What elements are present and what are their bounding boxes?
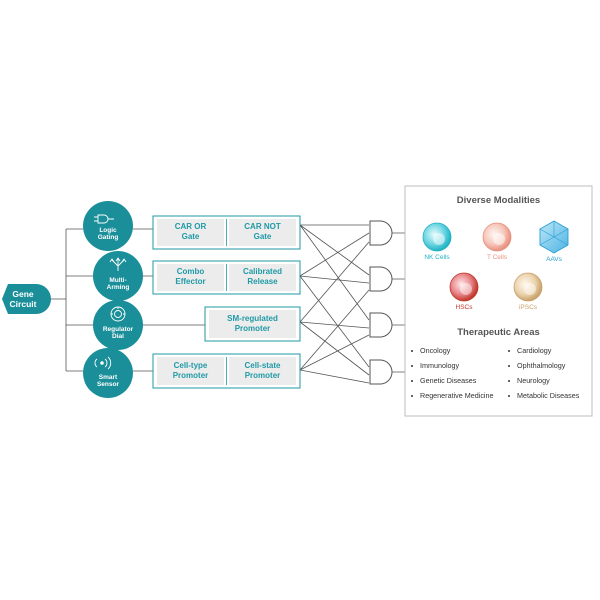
area-genetic-diseases: Genetic Diseases: [420, 376, 477, 385]
cell-type-cell: [157, 357, 224, 385]
sensor-waves-icon: [94, 356, 112, 370]
and-gates: [369, 220, 393, 385]
cell-state-cell: [229, 357, 296, 385]
bullet-icon: [508, 365, 510, 368]
logic-gating-label: Logic Gating: [82, 227, 134, 242]
multi-arming-label: Multi- Arming: [92, 277, 144, 292]
area-item: Immunology: [411, 361, 459, 370]
ipscs-label: iPSCs: [518, 304, 538, 311]
smart-sensor-line1: Smart: [98, 374, 118, 381]
sm-regulated-line1: SM-regulated: [227, 314, 278, 323]
bullet-icon: [508, 380, 510, 383]
bullet-icon: [411, 350, 413, 353]
area-cardiology: Cardiology: [517, 346, 552, 355]
area-ophthalmology: Ophthalmology: [517, 361, 566, 370]
cell-state-line1: Cell-state: [244, 361, 281, 370]
calibrated-label: Calibrated Release: [229, 267, 296, 286]
component-boxes: [152, 215, 301, 389]
multi-arrow-icon: [109, 257, 127, 271]
multi-arming-line1: Multi-: [109, 277, 127, 284]
area-item: Genetic Diseases: [411, 376, 476, 385]
and-gate-1: [369, 220, 393, 246]
hsc-icon: [449, 272, 479, 302]
calibrated-line2: Release: [247, 276, 278, 286]
sm-regulated-cell: [209, 310, 296, 338]
cell-type-line2: Promoter: [172, 370, 209, 380]
bullet-icon: [411, 395, 413, 398]
and-gate-2: [369, 266, 393, 292]
aavs-label: AAVs: [546, 256, 562, 263]
area-metabolic-diseases: Metabolic Diseases: [517, 391, 580, 400]
regulator-dial-line2: Dial: [112, 333, 124, 341]
combo-cell: [157, 264, 224, 291]
logic-gate-icon: [94, 214, 114, 224]
aav-icon: [539, 220, 569, 254]
logic-gating-line2: Gating: [97, 234, 119, 242]
areas-title: Therapeutic Areas: [457, 327, 540, 338]
bullet-icon: [411, 380, 413, 383]
modalities-title: Diverse Modalities: [456, 195, 541, 206]
sm-regulated-label: SM-regulated Promoter: [209, 314, 296, 333]
gene-circuit-line1: Gene: [12, 289, 34, 299]
gene-circuit-shape: [2, 284, 51, 314]
area-immunology: Immunology: [420, 361, 460, 370]
t-cells-label: T Cells: [486, 254, 508, 261]
bullet-icon: [508, 350, 510, 353]
combo-line1: Combo: [176, 267, 205, 276]
area-regenerative-medicine: Regenerative Medicine: [420, 391, 494, 400]
bullet-icon: [508, 395, 510, 398]
gene-circuit-line2: Circuit: [9, 298, 37, 309]
logic-gating-circle: [83, 201, 133, 251]
combo-line2: Effector: [175, 276, 206, 286]
car-not-label: CAR NOT Gate: [229, 222, 296, 241]
car-not-line2: Gate: [253, 231, 272, 241]
and-gate-3: [369, 312, 393, 338]
calibrated-line1: Calibrated: [242, 267, 283, 276]
smart-sensor-label: Smart Sensor: [82, 374, 134, 389]
cell-type-label: Cell-type Promoter: [157, 361, 224, 380]
car-or-line2: Gate: [181, 231, 200, 241]
modality-icons: [422, 220, 569, 302]
area-item: Cardiology: [508, 346, 551, 355]
area-neurology: Neurology: [517, 376, 550, 385]
car-or-cell: [157, 219, 224, 246]
area-oncology: Oncology: [420, 346, 451, 355]
car-not-cell: [229, 219, 296, 246]
nk-cell-icon: [422, 222, 452, 252]
area-item: Ophthalmology: [508, 361, 565, 370]
multi-arming-circle: [93, 251, 143, 301]
area-item: Oncology: [411, 346, 450, 355]
regulator-dial-label: Regulator Dial: [92, 326, 144, 341]
cell-state-line2: Promoter: [244, 370, 281, 380]
area-item: Regenerative Medicine: [411, 391, 494, 400]
sm-regulated-line2: Promoter: [234, 323, 271, 333]
cell-state-label: Cell-state Promoter: [229, 361, 296, 380]
combo-label: Combo Effector: [157, 267, 224, 286]
multi-arming-line2: Arming: [106, 284, 130, 292]
and-gate-4: [369, 359, 393, 385]
connector-lines: [44, 224, 405, 384]
car-or-label: CAR OR Gate: [157, 222, 224, 241]
hscs-label: HSCs: [455, 304, 473, 311]
cell-type-line1: Cell-type: [173, 361, 208, 370]
smart-sensor-line2: Sensor: [96, 381, 120, 389]
gene-circuit-label: Gene Circuit: [3, 289, 43, 310]
dial-icon: [110, 306, 126, 322]
car-not-line1: CAR NOT: [244, 222, 281, 231]
car-or-line1: CAR OR: [174, 222, 207, 231]
area-item: Metabolic Diseases: [508, 391, 579, 400]
ipsc-icon: [513, 272, 543, 302]
nk-cells-label: NK Cells: [424, 254, 450, 261]
logic-gating-line1: Logic: [99, 227, 117, 234]
calibrated-cell: [229, 264, 296, 291]
t-cell-icon: [482, 222, 512, 252]
bullet-icon: [411, 365, 413, 368]
regulator-dial-circle: [93, 300, 143, 350]
smart-sensor-circle: [83, 348, 133, 398]
regulator-dial-line1: Regulator: [102, 326, 134, 333]
area-item: Neurology: [508, 376, 550, 385]
